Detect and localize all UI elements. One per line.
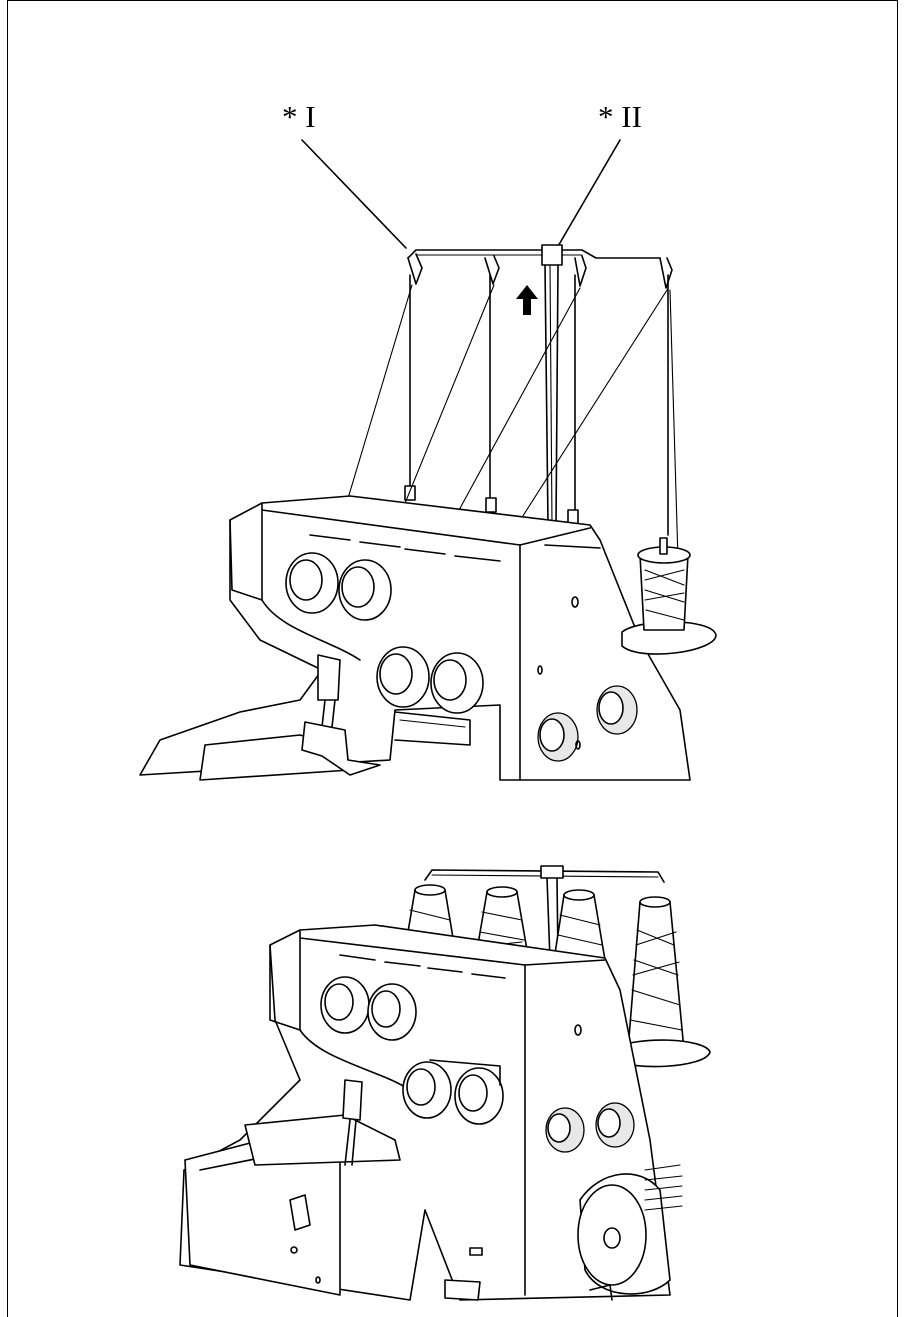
spool-pins <box>404 274 669 536</box>
thread-cone <box>404 884 711 1068</box>
serger-bottom-illustration <box>179 865 711 1301</box>
callout-label-i: * I <box>282 99 316 134</box>
thread-spool-top <box>621 537 717 655</box>
guide-post-knob <box>541 244 563 266</box>
serger-body-bottom <box>179 924 683 1301</box>
adjustment-knob <box>537 685 638 762</box>
leader-line-ii <box>556 139 621 249</box>
serger-top-illustration <box>139 139 717 781</box>
presser-foot <box>199 654 381 781</box>
tension-dial <box>285 552 484 714</box>
callout-label-ii: * II <box>598 99 642 134</box>
arrow-up-icon <box>516 285 538 315</box>
thread-guide-bar <box>407 244 673 526</box>
handwheel <box>577 1164 683 1295</box>
figure-frame <box>7 0 898 1317</box>
serger-body-top <box>139 495 691 781</box>
leader-line-i <box>301 139 407 249</box>
